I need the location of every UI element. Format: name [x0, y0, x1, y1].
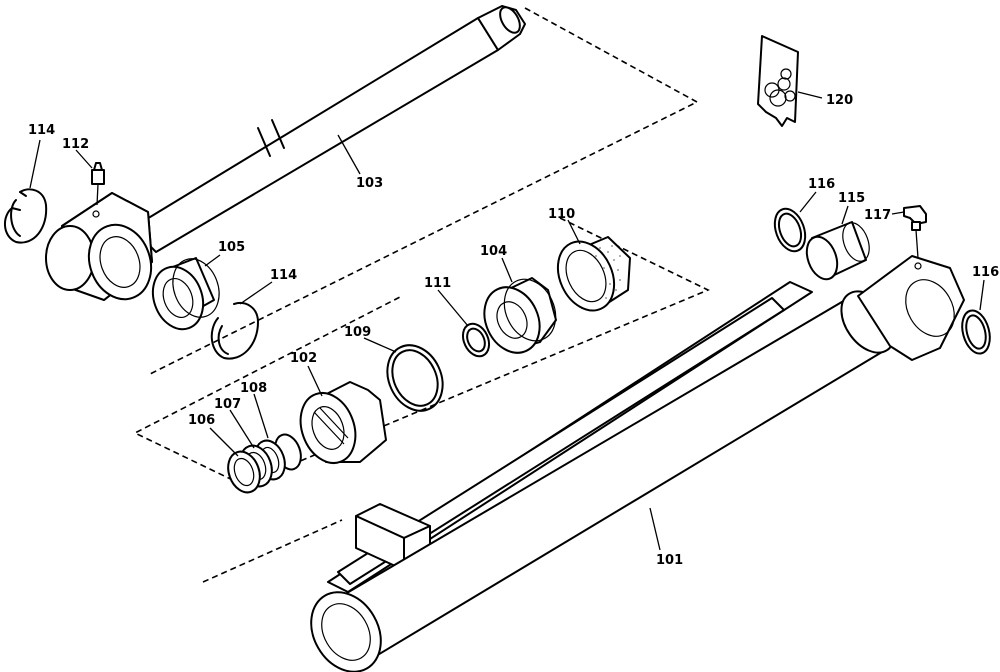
bushing-105: [151, 257, 220, 331]
piston-104: [483, 277, 557, 354]
cylinder-tube-101: [310, 255, 965, 672]
label-117: 117: [864, 208, 891, 223]
label-103: 103: [356, 176, 383, 191]
snap-ring-114-left: [4, 188, 48, 244]
seal-kit-120: [757, 35, 799, 127]
label-120: 120: [826, 93, 853, 108]
label-106: 106: [188, 413, 215, 428]
label-115: 115: [838, 191, 865, 206]
piston-rod-103: [45, 5, 526, 301]
label-110: 110: [548, 207, 575, 222]
bushing-115: [805, 221, 870, 281]
grease-fitting-117: [903, 205, 927, 259]
o-ring-116-left: [773, 207, 807, 253]
label-101: 101: [656, 553, 683, 568]
seal-stack-106-108: [227, 433, 302, 494]
label-102: 102: [290, 351, 317, 366]
label-114-left: 114: [28, 123, 55, 138]
label-112: 112: [62, 137, 89, 152]
wear-ring-110: [556, 236, 631, 312]
leader-lines: [29, 91, 985, 551]
label-116-left: 116: [808, 177, 835, 192]
o-ring-109: [386, 344, 444, 412]
label-104: 104: [480, 244, 507, 259]
label-114-middle: 114: [270, 268, 297, 283]
assembly-guides: [133, 7, 710, 583]
label-108: 108: [240, 381, 267, 396]
label-107: 107: [214, 397, 241, 412]
o-ring-111: [461, 322, 491, 358]
label-116-right: 116: [972, 265, 999, 280]
label-109: 109: [344, 325, 371, 340]
o-ring-116-right: [961, 309, 991, 355]
label-105: 105: [218, 240, 245, 255]
callout-labels: 114 112 103 105 114 102 109 111 104 110 …: [28, 93, 999, 568]
label-111: 111: [424, 276, 451, 291]
snap-ring-114-middle: [210, 302, 259, 360]
cylinder-head-102: [299, 381, 387, 464]
grease-fitting-112: [91, 162, 105, 206]
